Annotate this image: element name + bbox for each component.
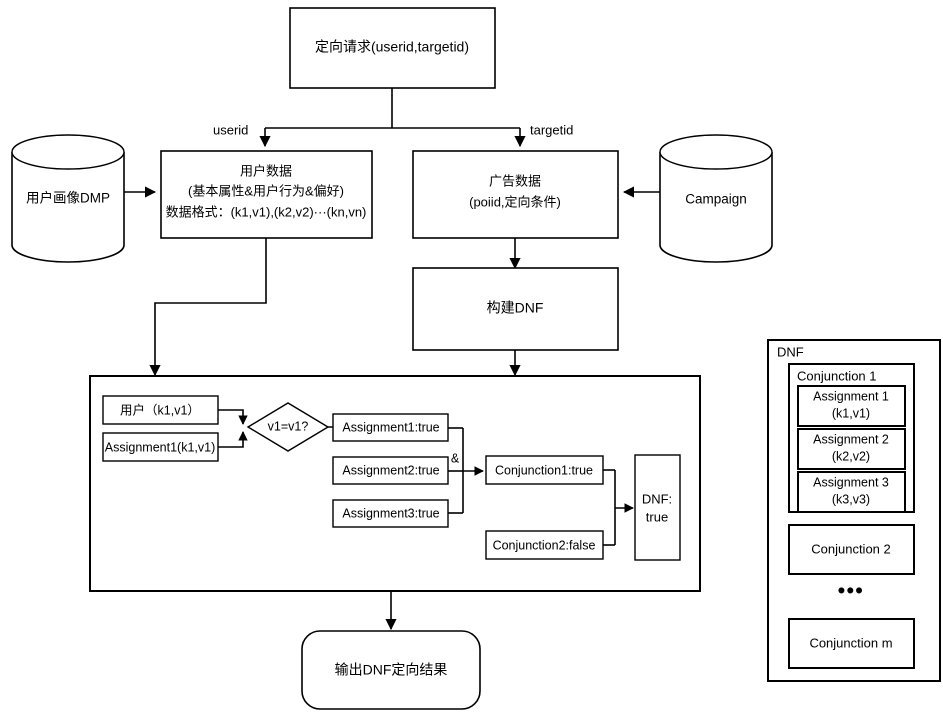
dnf-panel-title: DNF — [777, 344, 804, 359]
connector-user-kv-to-decision — [218, 409, 248, 425]
request-node — [289, 7, 496, 89]
ad-data-line2: (poiid,定向条件) — [469, 194, 561, 209]
dnf-assignment2-box — [797, 428, 906, 470]
dnf-assignment3-box — [797, 471, 906, 513]
user-data-line2: (基本属性&用户行为&偏好) — [188, 183, 344, 198]
build-dnf-label: 构建DNF — [487, 300, 544, 316]
and-operator-label: & — [451, 451, 460, 465]
conjunction1-group-title: Conjunction 1 — [797, 368, 877, 383]
user-data-line1: 用户数据 — [240, 163, 292, 178]
dnf-result-line1: DNF: — [642, 491, 672, 506]
user-kv-box — [102, 395, 219, 425]
user-data-box — [160, 150, 373, 239]
dnf-assignment3-name: Assignment 3 — [813, 475, 889, 489]
dmp-cylinder-top — [11, 134, 125, 170]
campaign-cylinder-top — [659, 134, 773, 170]
dnf-result-box — [634, 454, 681, 561]
ad-data-box — [412, 150, 619, 239]
ad-data-line1: 广告数据 — [489, 173, 541, 188]
dnf-conjunction2-box — [788, 524, 915, 575]
conjunction1-result-label: Conjunction1:true — [495, 463, 593, 477]
dnf-conjunction-m-box — [788, 618, 915, 669]
edge-label-userid: userid — [213, 122, 248, 137]
assignment2-result-box — [332, 456, 449, 485]
assignment1-result-label: Assignment1:true — [342, 420, 439, 434]
decision-label: v1=v1? — [268, 419, 309, 433]
conjunction2-result-label: Conjunction2:false — [493, 538, 596, 552]
connector-assignment-kv-to-decision — [218, 431, 248, 448]
request-node-label: 定向请求(userid,targetid) — [315, 39, 469, 55]
dnf-assignment1-box — [797, 385, 906, 427]
edge-label-targetid: targetid — [530, 122, 573, 137]
dmp-label: 用户画像DMP — [26, 190, 110, 206]
user-kv-label: 用户（k1,v1） — [120, 402, 200, 417]
campaign-label: Campaign — [685, 192, 747, 207]
dnf-assignment2-name: Assignment 2 — [813, 432, 889, 446]
dnf-assignment1-kv: (k1,v1) — [832, 406, 870, 420]
assignment3-result-label: Assignment3:true — [342, 506, 439, 520]
dnf-assignment2-kv: (k2,v2) — [832, 449, 870, 463]
conjunction2-result-box — [485, 530, 604, 560]
output-node — [301, 630, 481, 710]
dnf-conjunction-m-label: Conjunction m — [809, 635, 892, 650]
output-node-label: 输出DNF定向结果 — [335, 662, 448, 678]
connector-user-data-to-eval — [149, 238, 267, 377]
dmp-cylinder-body — [11, 152, 125, 263]
dnf-ellipsis: ••• — [838, 580, 865, 603]
dnf-conjunction2-label: Conjunction 2 — [811, 541, 891, 556]
assignment2-result-label: Assignment2:true — [342, 463, 439, 477]
dnf-assignment1-name: Assignment 1 — [813, 389, 889, 403]
dnf-assignment3-kv: (k3,v3) — [832, 492, 870, 506]
assignment-kv-box — [102, 432, 219, 462]
user-data-line3: 数据格式：(k1,v1),(k2,v2)···(kn,vn) — [166, 204, 367, 219]
conjunction1-result-box — [485, 455, 604, 485]
campaign-cylinder-body — [659, 152, 773, 263]
dnf-result-line2: true — [646, 509, 668, 524]
assignment-kv-label: Assignment1(k1,v1) — [105, 440, 215, 454]
